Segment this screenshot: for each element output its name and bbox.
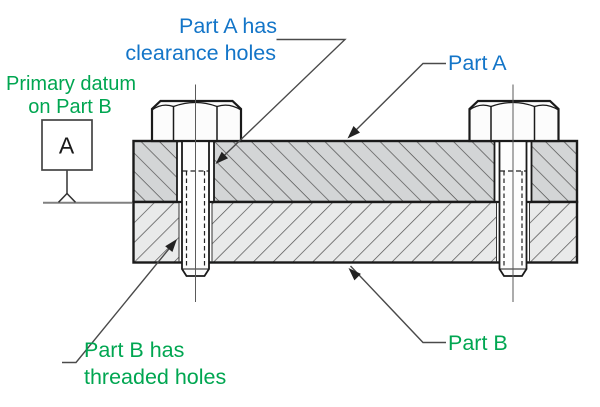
leader-arrowhead bbox=[215, 151, 229, 164]
datum-letter-box bbox=[41, 119, 93, 171]
datum-feature-triangle bbox=[57, 192, 77, 203]
hex-bolt-head bbox=[150, 99, 243, 143]
bolt-left bbox=[150, 84, 243, 302]
datum-note-line2: on Part B bbox=[28, 96, 111, 118]
text-labels: Part A has clearance holes Part A Primar… bbox=[6, 14, 508, 389]
leader-arrowheads bbox=[165, 126, 361, 281]
clearance-callout-line1: Part A has bbox=[179, 14, 277, 38]
threaded-callout-line2: threaded holes bbox=[84, 365, 226, 389]
leader-arrowhead bbox=[165, 239, 177, 252]
bolt-right bbox=[468, 84, 560, 302]
part-b-label: Part B bbox=[448, 331, 508, 355]
leader-lines bbox=[62, 38, 446, 364]
leader-arrowhead bbox=[347, 126, 360, 139]
clearance-callout-line2: clearance holes bbox=[125, 41, 276, 65]
datum-note-line1: Primary datum bbox=[6, 73, 136, 95]
threaded-callout-line1: Part B has bbox=[84, 338, 184, 362]
datum-letter: A bbox=[59, 133, 75, 159]
leader-part-b bbox=[349, 265, 446, 344]
leader-threaded-callout bbox=[62, 241, 176, 364]
leader-arrowhead bbox=[348, 268, 361, 281]
leader-clearance-callout bbox=[217, 38, 347, 163]
datum-feature-symbol: A bbox=[41, 119, 132, 204]
hex-bolt-head bbox=[468, 99, 560, 143]
leader-part-a bbox=[349, 62, 446, 137]
part-a-label: Part A bbox=[448, 51, 507, 75]
